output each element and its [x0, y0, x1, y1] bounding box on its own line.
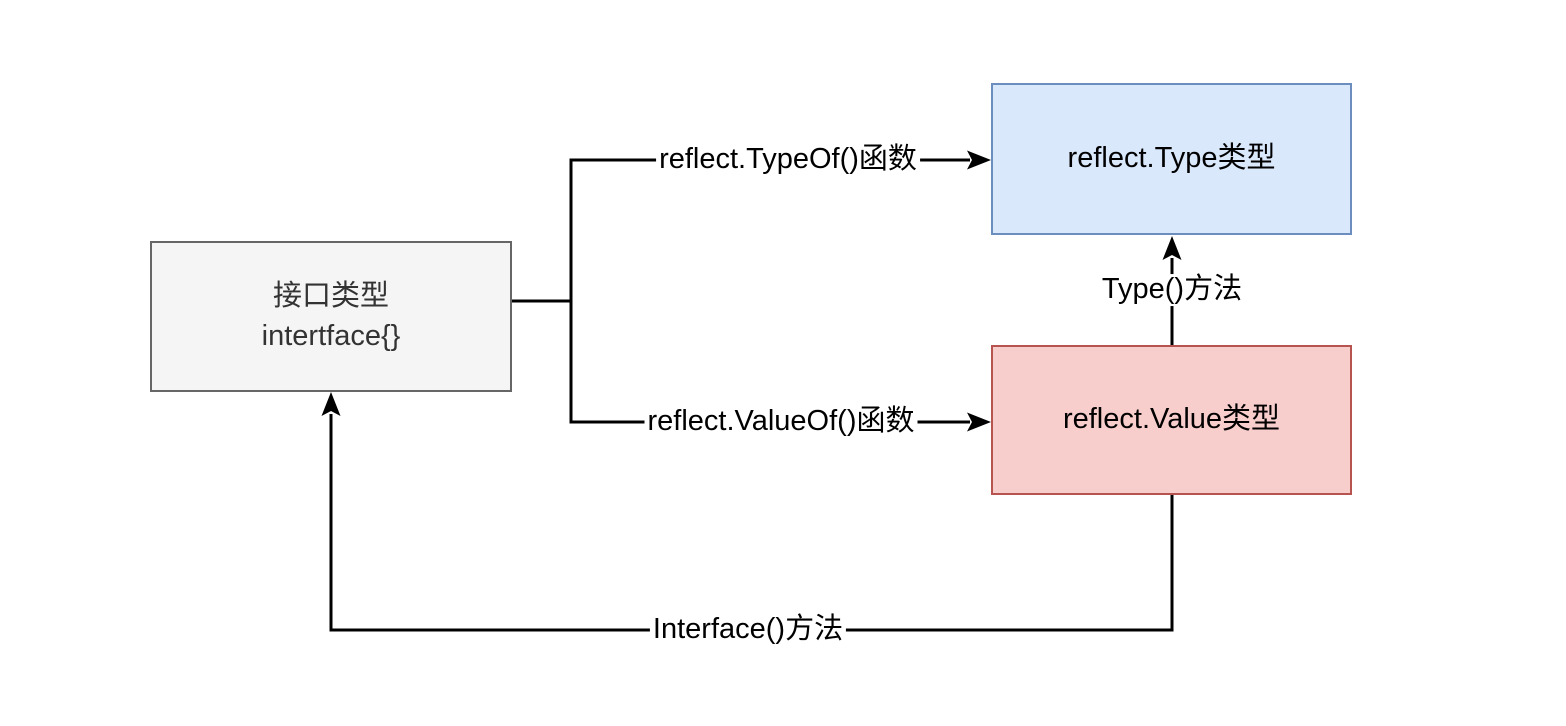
reflect-value-node: reflect.Value类型 [991, 345, 1352, 495]
arrowhead-valueof-icon [967, 412, 991, 432]
reflect-type-label: reflect.Type类型 [1067, 142, 1276, 175]
edge-label-interface-method: Interface()方法 [649, 613, 847, 646]
arrowhead-interface-method-icon [321, 392, 341, 416]
reflect-type-node: reflect.Type类型 [991, 83, 1352, 235]
interface-type-label-line1: 接口类型 [272, 280, 389, 313]
edge-label-valueof-function: reflect.ValueOf()函数 [644, 405, 918, 438]
arrowhead-type-method-icon [1162, 236, 1182, 260]
edge-label-typeof-function: reflect.TypeOf()函数 [656, 143, 920, 176]
interface-type-label-line2: intertface{} [261, 319, 401, 352]
edge-typeof-line [512, 158, 970, 303]
arrowhead-typeof-icon [967, 150, 991, 170]
edge-valueof-line [569, 301, 970, 424]
interface-type-node: 接口类型 intertface{} [150, 241, 512, 392]
edge-label-type-method: Type()方法 [1098, 273, 1246, 306]
reflect-value-label: reflect.Value类型 [1062, 403, 1281, 436]
